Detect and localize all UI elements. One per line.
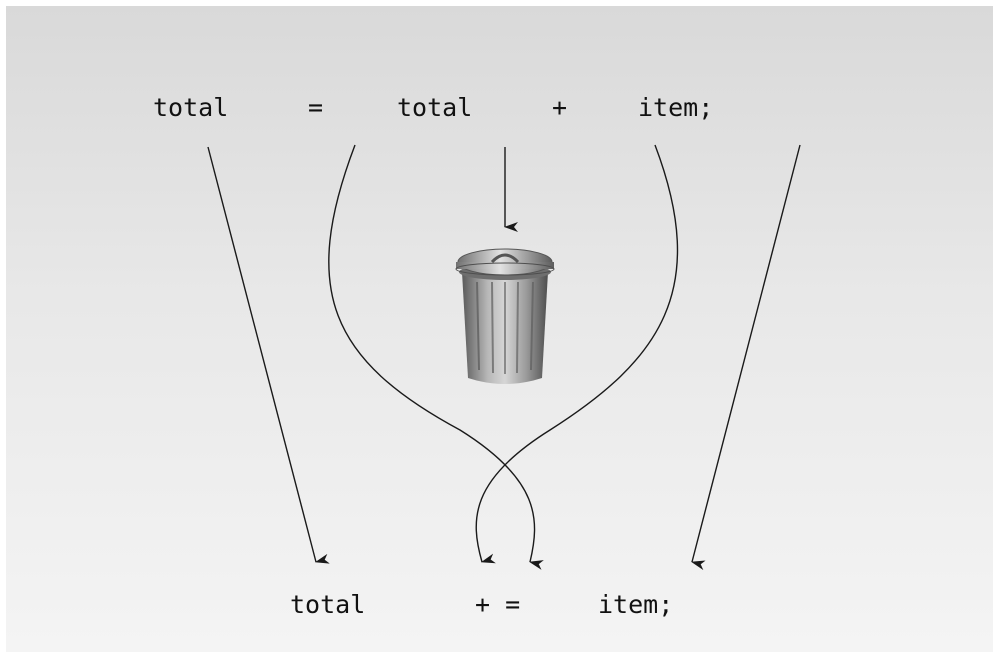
- top-lhs-total: total: [153, 93, 228, 122]
- bottom-lhs-total: total: [290, 590, 365, 619]
- top-plus-operator: +: [552, 93, 567, 122]
- top-operand-total: total: [397, 93, 472, 122]
- top-assign-operator: =: [308, 93, 323, 122]
- top-operand-item: item;: [638, 93, 713, 122]
- bottom-operand-item: item;: [598, 590, 673, 619]
- arrow-assign-to-compound: [328, 144, 544, 570]
- arrow-plus-to-compound: [475, 144, 679, 564]
- bottom-compound-operator: + =: [475, 590, 520, 619]
- arrow-item-to-item: [691, 144, 801, 571]
- arrow-total-to-total: [207, 146, 330, 564]
- trash-can-icon: [455, 248, 555, 384]
